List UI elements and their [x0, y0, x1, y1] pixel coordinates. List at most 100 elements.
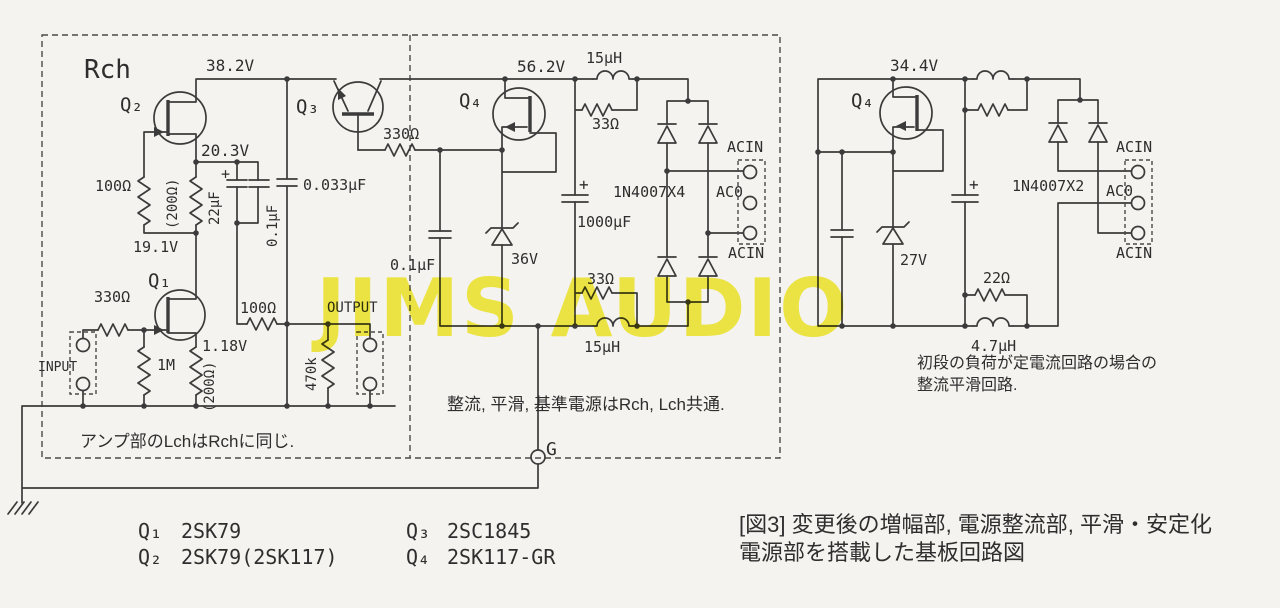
- resistor-330ohm-base: [384, 143, 416, 157]
- q3-label: Q₃: [296, 96, 319, 118]
- q4-main-jfet-symbol: [492, 87, 546, 141]
- capacitor-1000uf: [561, 194, 589, 203]
- legend-q3-ref: Q₃: [406, 519, 430, 543]
- zener-27v-label: 27V: [900, 251, 927, 269]
- zener-27v-symbol: [876, 221, 910, 245]
- acin-top-terminal: [742, 164, 758, 180]
- q2-jfet-symbol: [153, 91, 207, 145]
- input-label: INPUT: [38, 360, 77, 375]
- alt-note-line2: 整流平滑回路.: [917, 376, 1017, 394]
- g-terminal: [530, 449, 546, 465]
- output-terminal-bottom: [362, 376, 378, 392]
- legend-q2-part: 2SK79(2SK117): [181, 545, 338, 569]
- amp-note: アンプ部のLchはRchに同じ.: [80, 432, 294, 451]
- resistor-33ohm-top: [581, 103, 613, 117]
- q4-alt-label: Q₄: [851, 90, 874, 112]
- choke-15uh-bottom: [592, 317, 634, 327]
- ac-terminals-main: [737, 159, 766, 245]
- voltage-20v: 20.3V: [201, 141, 250, 160]
- r-200ohm-upper-label: (200Ω): [165, 178, 181, 229]
- ac0-terminal: [742, 195, 758, 211]
- capacitor-0_033uf: [276, 78, 298, 407]
- diodes-1n4007x2-label: 1N4007X2: [1012, 177, 1084, 195]
- choke-47uh-label: 4.7μH: [971, 337, 1016, 355]
- q1-label: Q₁: [148, 270, 171, 292]
- psu-main-section: [357, 70, 766, 465]
- resistor-200ohm-lower: [189, 346, 203, 396]
- resistor-22ohm: [974, 288, 1006, 302]
- legend-q1-ref: Q₁: [138, 519, 162, 543]
- acin-bottom-terminal-alt: [1130, 225, 1146, 241]
- output-label: OUTPUT: [327, 300, 378, 316]
- resistor-1m: [137, 346, 151, 396]
- section-borders: [41, 34, 781, 459]
- diodes-1n4007x4-label: 1N4007X4: [613, 183, 685, 201]
- voltage-1v: 1.18V: [202, 337, 247, 355]
- legend-q1-part: 2SK79: [181, 519, 241, 543]
- psu-alt-section: [817, 70, 1153, 327]
- zener-36v-symbol: [485, 222, 519, 246]
- zener-36v-label: 36V: [511, 250, 538, 268]
- voltage-19v: 19.1V: [133, 238, 178, 256]
- r-200ohm-lower-label: (200Ω): [202, 361, 218, 412]
- c-1000uf-label: 1000μF: [577, 213, 631, 231]
- c-22uf-label: 22μF: [207, 191, 223, 225]
- input-terminal-bottom: [75, 376, 91, 392]
- ac-terminals-alt: [1124, 159, 1153, 245]
- capacitor-0_1uf-psu: [428, 230, 452, 239]
- half-bridge-diodes: [1048, 122, 1108, 143]
- voltage-34v: 34.4V: [890, 56, 939, 75]
- cap-alt-plus: +: [969, 175, 979, 194]
- figure-caption-line2: 電源部を搭載した基板回路図: [739, 540, 1025, 565]
- c-01uf-psu-label: 0.1μF: [390, 256, 435, 274]
- ac0-label: AC0: [716, 183, 743, 201]
- resistor-choke-parallel: [977, 103, 1009, 117]
- choke-4_7uh: [972, 317, 1014, 327]
- resistor-33ohm-bottom: [581, 286, 613, 300]
- acin-bottom-alt-label: ACIN: [1116, 244, 1152, 262]
- jims-audio-watermark: JIMS AUDIO: [311, 262, 849, 355]
- q4-main-label: Q₄: [459, 90, 482, 112]
- capacitor-main-alt: [951, 194, 979, 203]
- r-22ohm-label: 22Ω: [983, 269, 1010, 287]
- psu-note: 整流, 平滑, 基準電源はRch, Lch共通.: [447, 395, 725, 414]
- r-1m-label: 1M: [157, 356, 175, 374]
- resistor-470k: [321, 339, 335, 389]
- g-terminal-label: G: [546, 439, 557, 460]
- r-33ohm-top-label: 33Ω: [592, 115, 619, 133]
- capacitor-input-alt: [830, 229, 854, 238]
- c-01uf-amp-label: 0.1μF: [265, 205, 281, 247]
- acin-top-alt-label: ACIN: [1116, 138, 1152, 156]
- legend-q3-part: 2SC1845: [447, 519, 531, 543]
- acin-top-terminal-alt: [1130, 164, 1146, 180]
- r-470k-label: 470k: [304, 357, 320, 391]
- c-0033uf-label: 0.033μF: [303, 176, 366, 194]
- psu-main-wiring: [357, 78, 744, 451]
- acin-top-label: ACIN: [727, 138, 763, 156]
- ac0-terminal-alt: [1130, 195, 1146, 211]
- input-terminal-top: [75, 337, 91, 353]
- r-330ohm-base-label: 330Ω: [383, 125, 419, 143]
- c-22uf-plus: +: [221, 165, 230, 183]
- choke-15uh-bottom-label: 15μH: [584, 338, 620, 356]
- resistor-330ohm-input: [97, 323, 129, 337]
- figure-caption-line1: [図3] 変更後の増幅部, 電源整流部, 平滑・安定化: [739, 512, 1212, 537]
- choke-15uh-top: [592, 70, 634, 80]
- choke-15uh-top-label: 15μH: [586, 49, 622, 67]
- acin-bottom-terminal: [742, 225, 758, 241]
- r-100ohm-output-label: 100Ω: [240, 299, 276, 317]
- junction-dots: [80, 76, 1083, 409]
- resistor-200ohm-upper: [189, 176, 203, 226]
- r-33ohm-bottom-label: 33Ω: [587, 270, 614, 288]
- resistor-100ohm-upper: [137, 176, 151, 226]
- capacitor-0_1uf-amp: [248, 179, 270, 188]
- amplifier-section: [7, 78, 594, 515]
- output-terminals: [356, 331, 384, 395]
- q3-bjt-symbol: [332, 80, 384, 151]
- input-terminals: [69, 331, 97, 395]
- choke-top-alt: [972, 70, 1014, 80]
- voltage-56v: 56.2V: [517, 57, 566, 76]
